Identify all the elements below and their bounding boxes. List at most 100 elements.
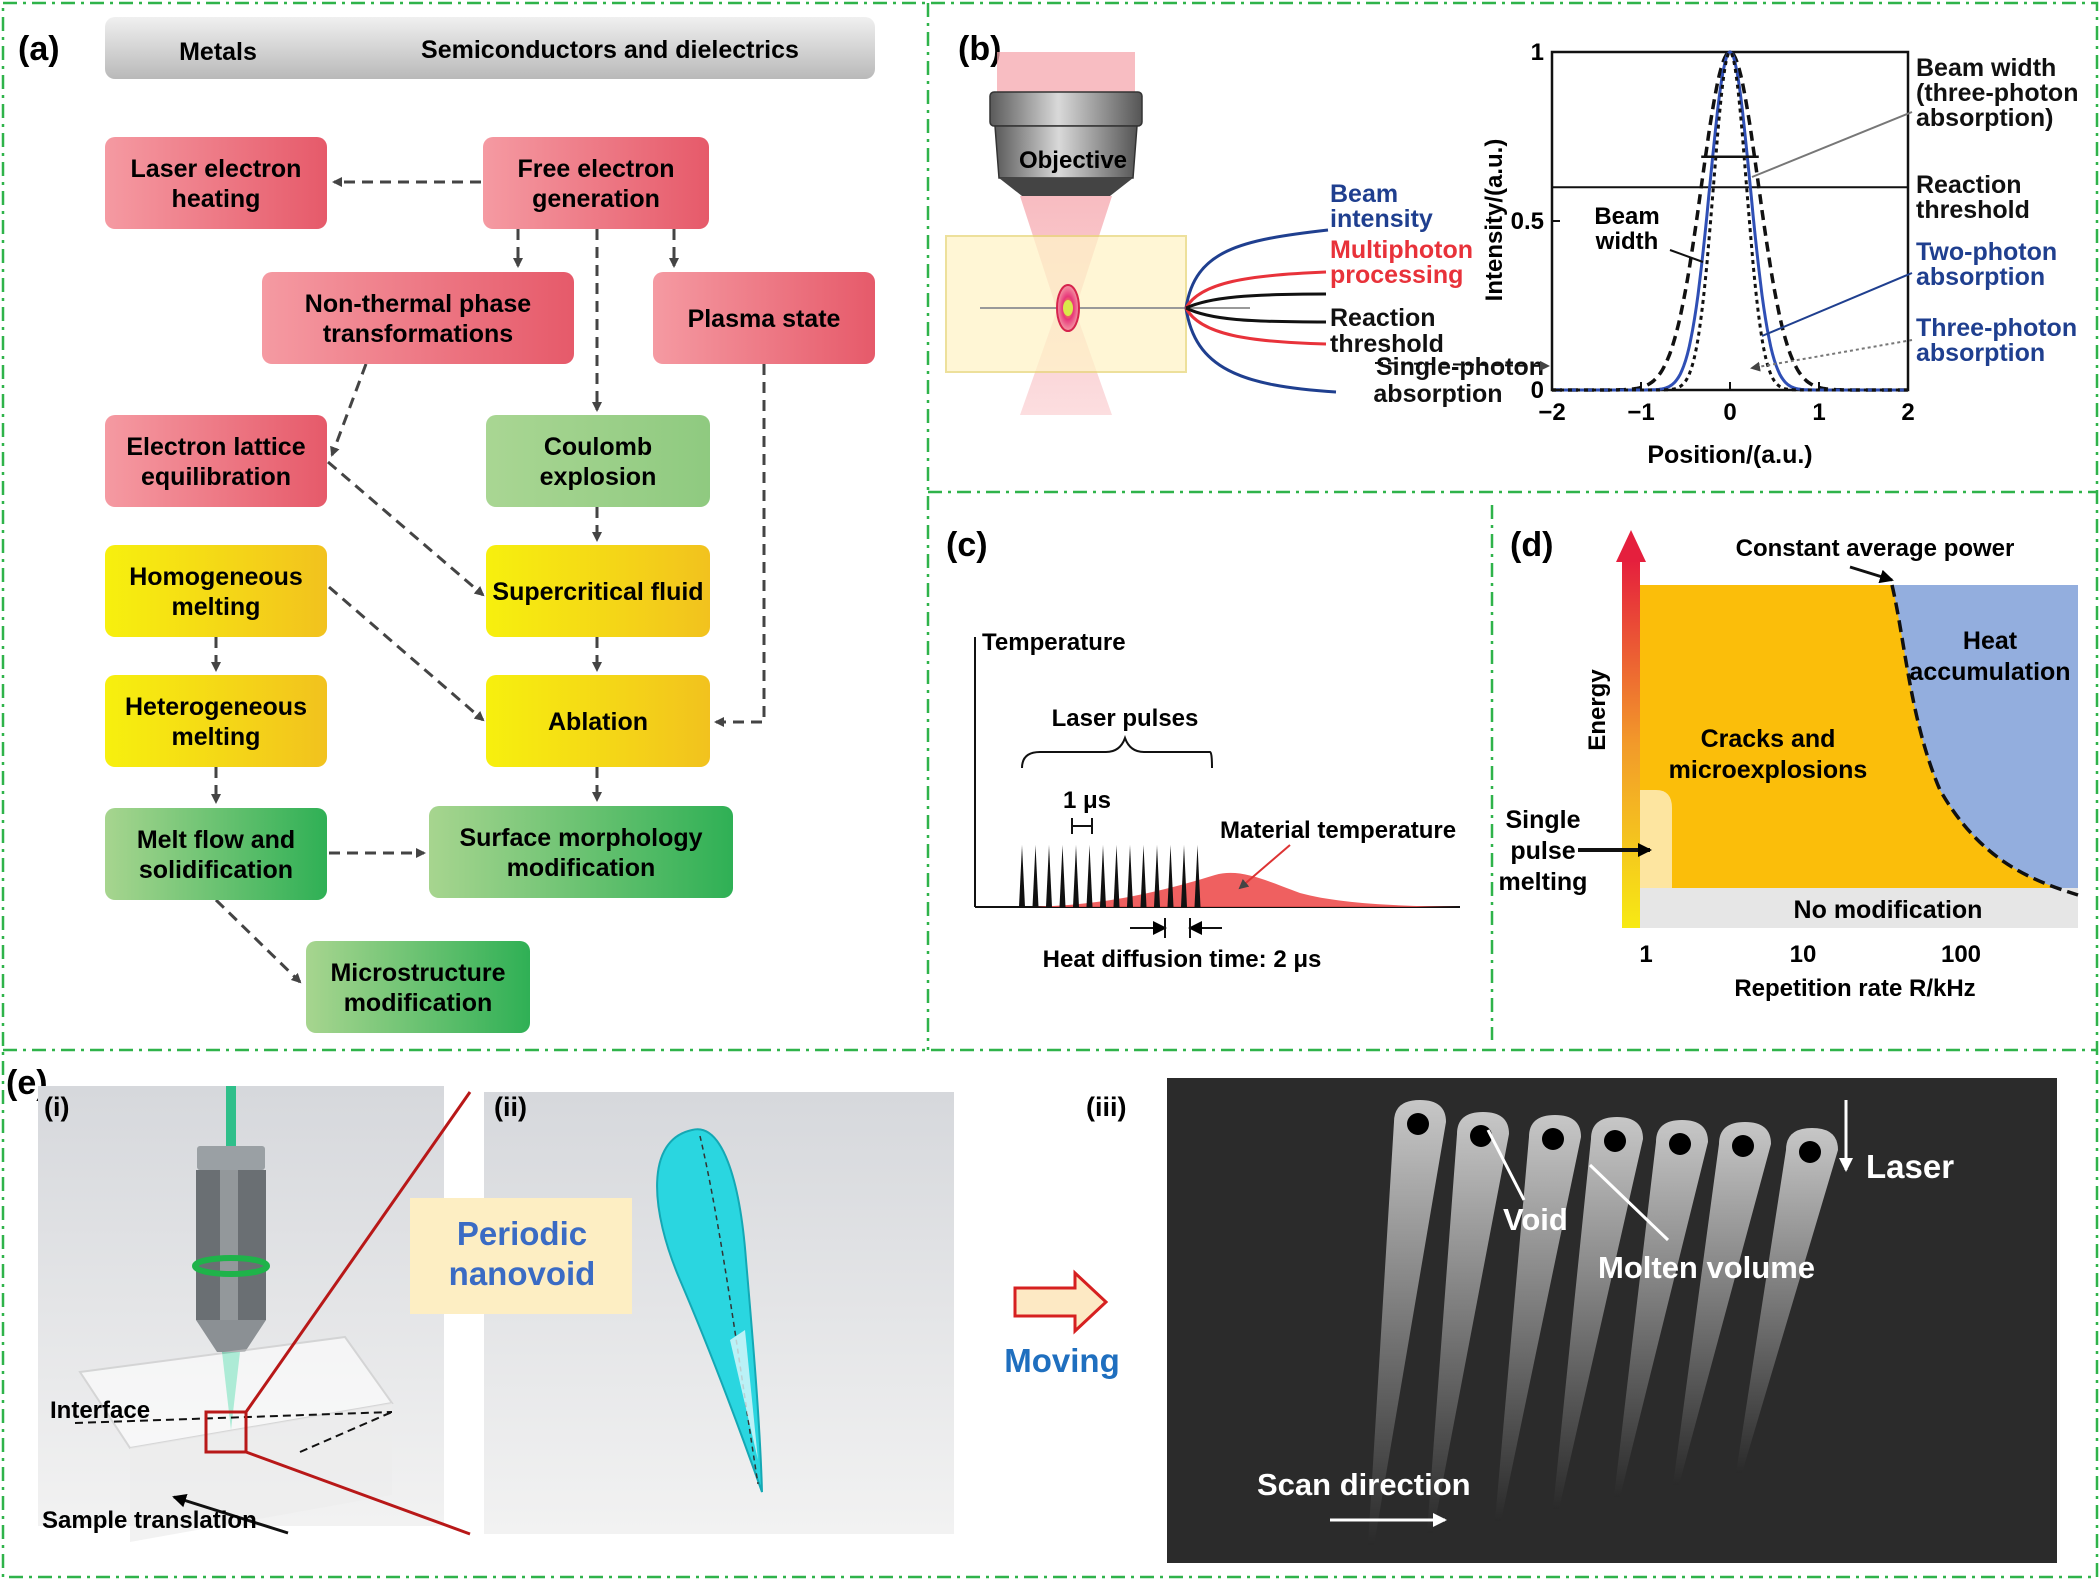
- molten-pillar: [1614, 1120, 1708, 1497]
- panel-label-a: (a): [18, 30, 60, 68]
- x-tick-label: 0: [1723, 399, 1736, 426]
- flow-arrow: [714, 364, 766, 727]
- laser-pulse-spike: [1167, 845, 1174, 907]
- material-temperature-label: Material temperature: [1220, 817, 1456, 844]
- category-header-bar: [105, 17, 875, 79]
- laser-pulse-spike: [1127, 845, 1133, 907]
- panel-e: (e) (i) Interface Sample translation (ii…: [6, 1064, 2057, 1563]
- beam-width-pointer: [1669, 249, 1704, 263]
- flow-arrow: [330, 363, 368, 457]
- material-temperature-area: [1030, 872, 1460, 907]
- y-tick-label: 0.5: [1511, 208, 1544, 235]
- panel-c: (c) Temperature Laser pulses 1 μs Materi…: [946, 526, 1460, 973]
- molten-pillar: [1553, 1117, 1643, 1509]
- flow-arrow: [214, 898, 302, 984]
- void-dot: [1669, 1133, 1691, 1155]
- incoming-beam: [997, 52, 1135, 94]
- objective-3d: [192, 1146, 270, 1352]
- no-modification-label: No modification: [1794, 896, 1983, 924]
- panel-label-e-i: (i): [44, 1092, 69, 1122]
- no-modification-region: [1640, 888, 2078, 928]
- laser-pulse-spike: [1086, 845, 1093, 907]
- flow-box-plasma: Plasma state: [653, 272, 875, 364]
- periodic-nanovoid-label-box: [410, 1198, 632, 1314]
- x-tick-label: −2: [1538, 399, 1565, 426]
- molten-pillar: [1736, 1128, 1838, 1473]
- sample-translation-arrow: [172, 1493, 289, 1535]
- molten-pillar: [1368, 1100, 1446, 1545]
- series-line-3: [1552, 49, 1908, 392]
- flow-box-label: Supercritical fluid: [492, 578, 703, 606]
- zoom-line-bottom: [245, 1450, 471, 1536]
- flow-arrow: [327, 460, 485, 597]
- nanovoid-shape: [656, 1128, 763, 1493]
- x-tick-label: −1: [1627, 399, 1654, 426]
- beam-intensity-curve-top: [1184, 228, 1329, 309]
- y-axis-label: Intensity/(a.u.): [1481, 139, 1508, 302]
- laser-pulse-spike: [1046, 845, 1052, 907]
- y-tick-label: 0: [1531, 377, 1544, 404]
- x-tick-1: 1: [1639, 941, 1652, 968]
- laser-pulse-spike: [1032, 845, 1039, 907]
- zoom-region-box: [204, 1410, 248, 1454]
- laser-pulse-spike: [1140, 845, 1147, 907]
- two-photon-pointer: [1761, 272, 1913, 337]
- one-microsecond-label: 1 μs: [1063, 787, 1111, 814]
- sample-translation-label: Sample translation: [42, 1507, 257, 1534]
- laser-pulse-spike: [1181, 845, 1187, 907]
- void-dot: [1604, 1130, 1626, 1152]
- threshold-curve-top: [1185, 292, 1327, 310]
- laser-pulses: [1019, 845, 1201, 907]
- multiphoton-curve-bottom: [1184, 307, 1327, 346]
- energy-label: Energy: [1584, 669, 1611, 751]
- x-tick-10: 10: [1790, 941, 1817, 968]
- constant-power-pointer: [1849, 565, 1894, 584]
- panel-label-e-iii: (iii): [1086, 1092, 1127, 1122]
- panel-label-b: (b): [958, 30, 1001, 68]
- objective-lens: Objective: [989, 91, 1143, 196]
- panel-label-c: (c): [946, 526, 988, 564]
- void-dot: [1407, 1113, 1429, 1135]
- laser-pulse-spike: [1073, 845, 1079, 907]
- void-dot: [1470, 1125, 1492, 1147]
- laser-pulses-label: Laser pulses: [1052, 705, 1199, 732]
- x-tick-label: 1: [1812, 399, 1825, 426]
- panel-label-d: (d): [1510, 526, 1553, 564]
- void-pointer: [1486, 1129, 1526, 1201]
- single-photon-pointer: [1374, 360, 1550, 371]
- scan-direction-label: Scan direction: [1257, 1467, 1471, 1502]
- laser-label: Laser: [1866, 1148, 1954, 1185]
- single-pulse-melting-region: [1640, 790, 1672, 888]
- flow-box-label: Ablation: [548, 708, 648, 736]
- heat-diffusion-label: Heat diffusion time: 2 μs: [1043, 946, 1322, 973]
- moving-arrow-icon: [1013, 1269, 1109, 1335]
- multiphoton-curve-top: [1184, 270, 1327, 309]
- void-dot: [1732, 1135, 1754, 1157]
- constant-power-label: Constant average power: [1736, 535, 2015, 562]
- void-dot: [1799, 1141, 1821, 1163]
- x-axis-label: Position/(a.u.): [1647, 441, 1812, 469]
- molten-volume-pillars: [1368, 1100, 1838, 1545]
- header-metals: Metals: [179, 38, 257, 66]
- moving-label: Moving: [1004, 1342, 1119, 1379]
- panel-label-e-ii: (ii): [494, 1092, 527, 1122]
- flow-box-label: Plasma state: [688, 305, 841, 333]
